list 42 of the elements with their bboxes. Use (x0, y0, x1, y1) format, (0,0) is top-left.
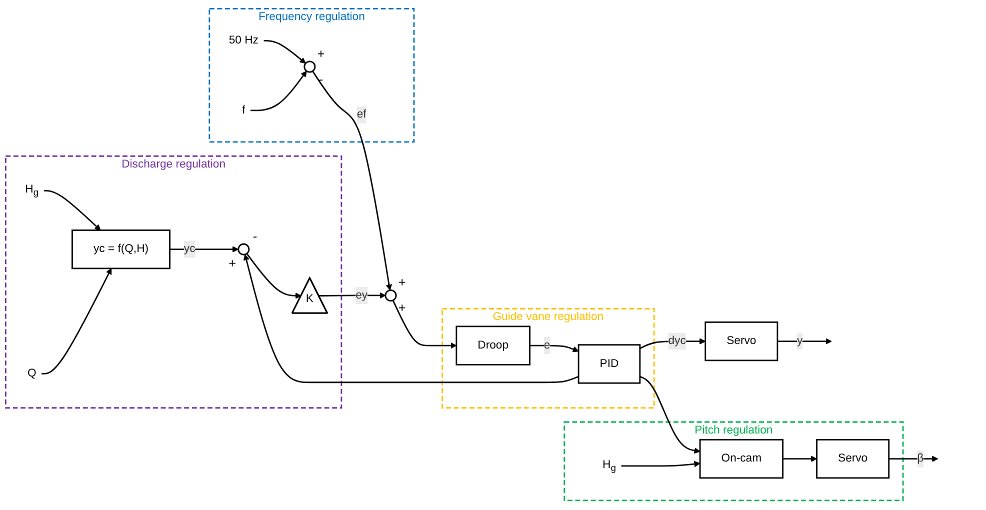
arrow (170, 246, 239, 253)
arrow (777, 338, 832, 345)
arrow (392, 300, 457, 350)
arrow (621, 461, 700, 468)
node-box: Droop (456, 326, 530, 366)
node-circle (384, 290, 397, 302)
node-box: Servo (816, 439, 890, 480)
node-box: On-cam (699, 439, 784, 480)
arrow (44, 190, 101, 231)
node-text: Q (27, 368, 36, 380)
node-box: yc = f(Q,H) (72, 230, 170, 270)
edge-label: e (544, 340, 550, 352)
node-text: 50 Hz (228, 34, 258, 47)
node-box: Servo (704, 322, 778, 362)
edge-label: yc (184, 243, 196, 256)
node-circle (238, 244, 250, 256)
arrow (782, 456, 818, 462)
arrow (250, 71, 307, 112)
node-text: H$_{g}$ (602, 459, 616, 474)
node-label: + (317, 46, 325, 62)
edge-label: ey (356, 290, 368, 302)
arrow (640, 376, 700, 454)
arrow (246, 254, 302, 300)
node-circle (304, 61, 316, 74)
arrow (888, 456, 938, 462)
node-text: f (242, 104, 246, 117)
edge-label: ef (356, 108, 366, 121)
node-box: PID (578, 344, 641, 384)
edge-label: y (796, 335, 803, 348)
node-label: - (252, 230, 258, 244)
node-label: + (228, 256, 236, 271)
arrow (530, 345, 579, 353)
edge-label: dyc (668, 335, 686, 348)
arrow (42, 268, 112, 375)
edge-label: β (917, 452, 924, 465)
node-label: - (318, 72, 324, 87)
node-label: + (398, 301, 406, 316)
node-label: + (398, 276, 406, 290)
arrow (312, 71, 392, 291)
arrow (264, 40, 306, 64)
arrow (243, 254, 579, 384)
node-text: H$_{g}$ (25, 184, 39, 198)
